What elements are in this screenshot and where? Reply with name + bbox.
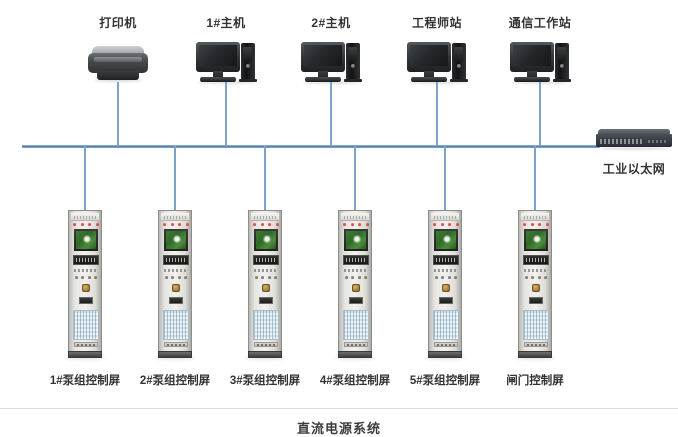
selector-knob xyxy=(442,284,450,292)
link-bus-to-cabinet-4 xyxy=(354,146,356,210)
link-bus-to-cabinet-2 xyxy=(174,146,176,210)
selector-knob xyxy=(262,284,270,292)
control-cabinet-4[interactable] xyxy=(338,210,372,358)
link-bus-to-cabinet-3 xyxy=(264,146,266,210)
link-comm-station-to-bus xyxy=(539,82,541,146)
control-cabinet-1[interactable] xyxy=(68,210,102,358)
network-switch-label: 工业以太网 xyxy=(602,162,666,176)
workstation-icon-comm-station xyxy=(510,42,572,84)
hmi-screen xyxy=(344,229,368,251)
control-cabinet-6[interactable] xyxy=(518,210,552,358)
workstation-icon-engineer-station xyxy=(407,42,469,84)
device-label-engineer-station: 工程师站 xyxy=(411,16,463,30)
printer-icon xyxy=(88,46,148,84)
cabinet-label-2: 2#泵组控制屏 xyxy=(139,375,211,387)
device-label-printer: 打印机 xyxy=(99,16,137,30)
network-switch-icon xyxy=(596,129,672,151)
control-cabinet-2[interactable] xyxy=(158,210,192,358)
cabinet-label-3: 3#泵组控制屏 xyxy=(229,375,301,387)
hmi-screen xyxy=(164,229,188,251)
link-host-2-to-bus xyxy=(330,82,332,146)
cabinet-label-4: 4#泵组控制屏 xyxy=(319,375,391,387)
industrial-ethernet-bus xyxy=(22,145,600,148)
device-label-host-2: 2#主机 xyxy=(311,16,351,30)
control-cabinet-3[interactable] xyxy=(248,210,282,358)
link-host-1-to-bus xyxy=(225,82,227,146)
cabinet-label-5: 5#泵组控制屏 xyxy=(409,375,481,387)
workstation-icon-host-1 xyxy=(196,42,258,84)
link-printer-to-bus xyxy=(117,82,119,146)
link-bus-to-cabinet-5 xyxy=(444,146,446,210)
device-label-host-1: 1#主机 xyxy=(206,16,246,30)
hmi-screen xyxy=(434,229,458,251)
footer-divider xyxy=(0,408,678,409)
link-bus-to-cabinet-1 xyxy=(84,146,86,210)
link-engineer-station-to-bus xyxy=(436,82,438,146)
control-cabinet-5[interactable] xyxy=(428,210,462,358)
selector-knob xyxy=(352,284,360,292)
selector-knob xyxy=(532,284,540,292)
workstation-icon-host-2 xyxy=(301,42,363,84)
device-label-comm-station: 通信工作站 xyxy=(508,16,572,30)
diagram-title: 直流电源系统 xyxy=(296,421,381,436)
cabinet-label-1: 1#泵组控制屏 xyxy=(49,375,121,387)
cabinet-label-6: 闸门控制屏 xyxy=(506,375,564,387)
hmi-screen xyxy=(524,229,548,251)
hmi-screen xyxy=(254,229,278,251)
selector-knob xyxy=(172,284,180,292)
selector-knob xyxy=(82,284,90,292)
link-bus-to-cabinet-6 xyxy=(534,146,536,210)
hmi-screen xyxy=(74,229,98,251)
